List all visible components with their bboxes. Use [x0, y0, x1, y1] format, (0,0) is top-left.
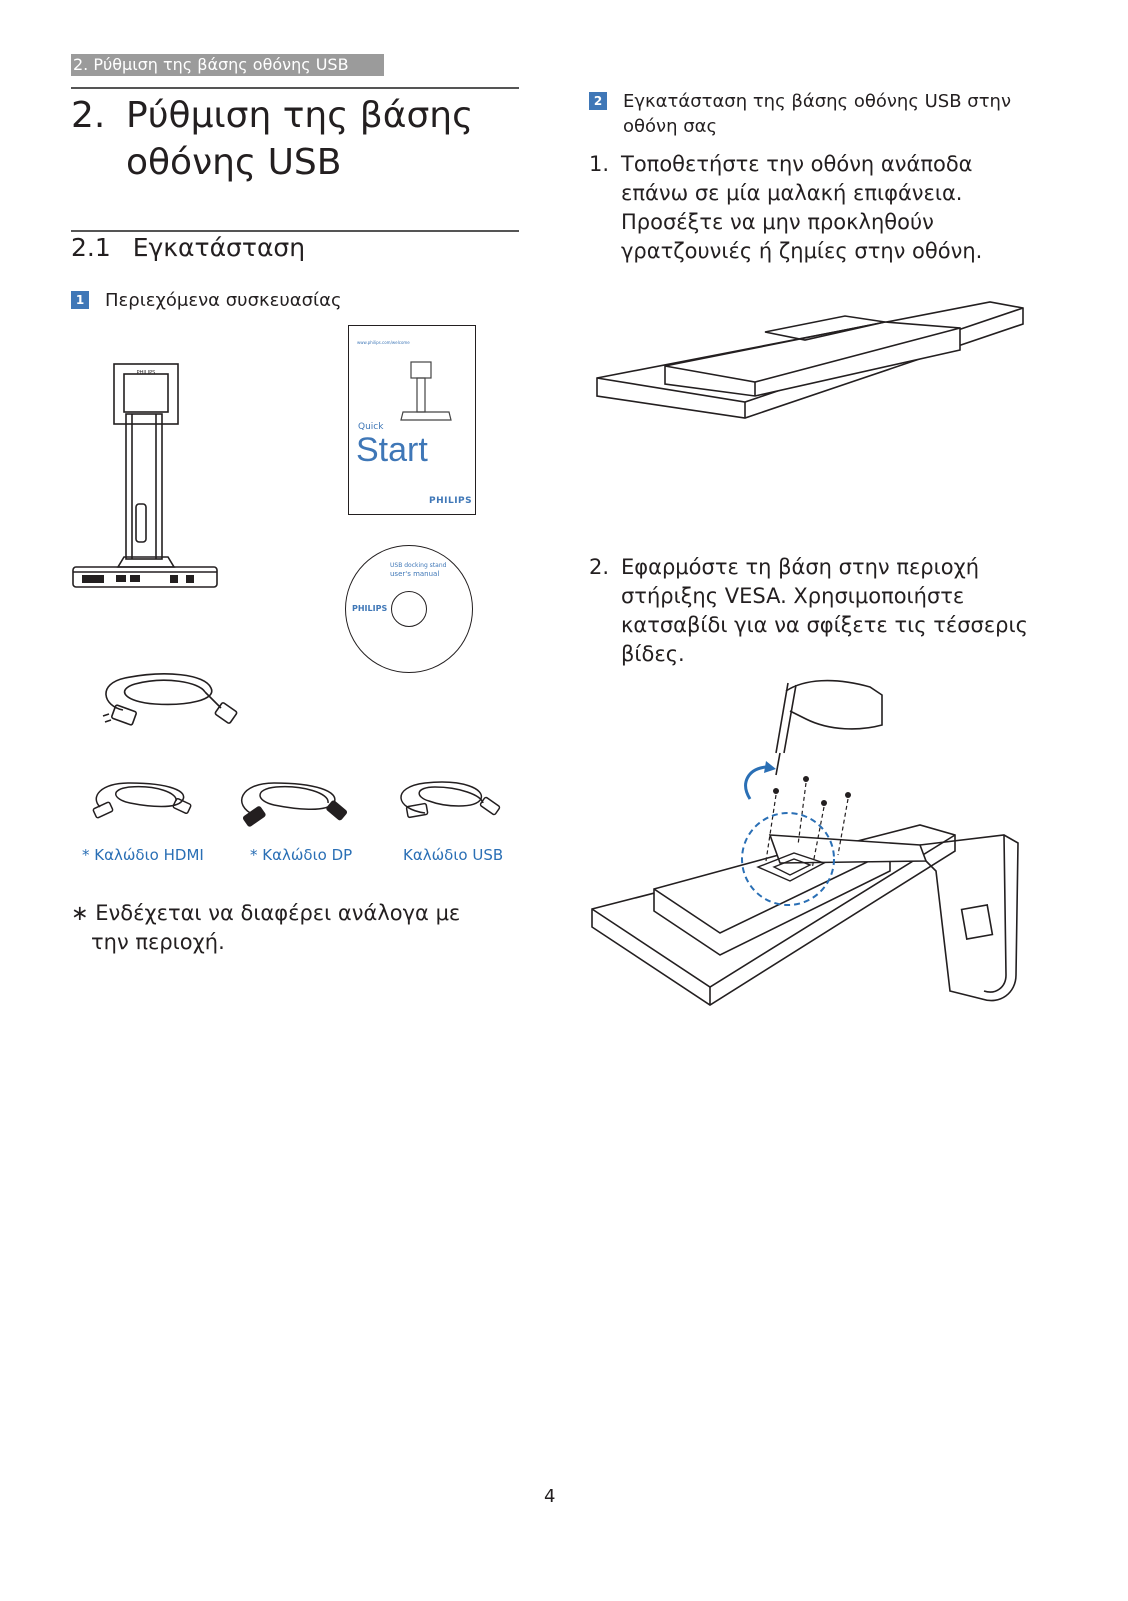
cd-subtitle: user's manual [390, 570, 440, 578]
quick-start-guide: www.philips.com/welcome Quick Start PHIL… [348, 325, 476, 515]
cd-title: USB docking stand [390, 562, 447, 569]
section-title-text: Ρύθμιση της βάσης οθόνης USB [126, 95, 474, 183]
step-2-heading: 2 Εγκατάσταση της βάσης οθόνης USB στην … [589, 89, 1029, 139]
cable-caption-hdmi: * Καλώδιο HDMI [82, 846, 204, 864]
step-1-heading: 1 Περιεχόμενα συσκευασίας [71, 288, 342, 313]
usb-cable-illustration [400, 781, 501, 819]
power-cord-illustration [102, 673, 238, 726]
instruction-1: 1. Τοποθετήστε την οθόνη ανάποδα επάνω σ… [589, 150, 1029, 266]
instruction-2-number: 2. [589, 555, 610, 579]
running-header: 2. Ρύθμιση της βάσης οθόνης USB [71, 54, 384, 76]
attach-stand-illustration [591, 679, 1019, 1006]
subsection-title: 2.1 Εγκατάσταση [71, 233, 305, 262]
instruction-2-text: Εφαρμόστε τη βάση στην περιοχή στήριξης … [621, 555, 1028, 666]
section-rule [71, 230, 519, 232]
start-label: Start [356, 431, 428, 469]
section-title: 2. Ρύθμιση της βάσης οθόνης USB [71, 92, 519, 192]
cd-philips-logo: PHILIPS [352, 604, 388, 613]
header-rule [71, 87, 519, 89]
stand-illustration: PHILIPS [72, 363, 218, 588]
instruction-1-text: Τοποθετήστε την οθόνη ανάποδα επάνω σε μ… [621, 152, 983, 263]
cable-caption-dp: * Καλώδιο DP [250, 846, 353, 864]
cable-caption-usb: Καλώδιο USB [403, 846, 504, 864]
page-number: 4 [544, 1486, 556, 1507]
quick-start-url: www.philips.com/welcome [357, 340, 410, 345]
philips-logo: PHILIPS [429, 496, 473, 506]
stand-thumbnail [400, 361, 452, 421]
subsection-number: 2.1 [71, 233, 111, 262]
step-2-label: Εγκατάσταση της βάσης οθόνης USB στην οθ… [623, 91, 1012, 137]
region-note: ∗ Ενδέχεται να διαφέρει ανάλογα με την π… [71, 901, 461, 954]
quick-label: Quick [358, 422, 384, 432]
section-number: 2. [71, 95, 106, 136]
step-1-badge: 1 [71, 291, 89, 309]
subsection-title-text: Εγκατάσταση [132, 233, 306, 262]
instruction-2: 2. Εφαρμόστε τη βάση στην περιοχή στήριξ… [589, 553, 1029, 669]
hdmi-cable-illustration [92, 782, 192, 819]
step-2-badge: 2 [589, 92, 607, 110]
monitor-face-down-illustration [596, 301, 1024, 419]
cd-hole [391, 591, 427, 627]
user-manual-cd: USB docking stand user's manual PHILIPS [345, 545, 473, 673]
step-1-label: Περιεχόμενα συσκευασίας [105, 290, 342, 311]
dp-cable-illustration [240, 782, 348, 827]
svg-text:PHILIPS: PHILIPS [137, 370, 156, 376]
instruction-1-number: 1. [589, 152, 610, 176]
